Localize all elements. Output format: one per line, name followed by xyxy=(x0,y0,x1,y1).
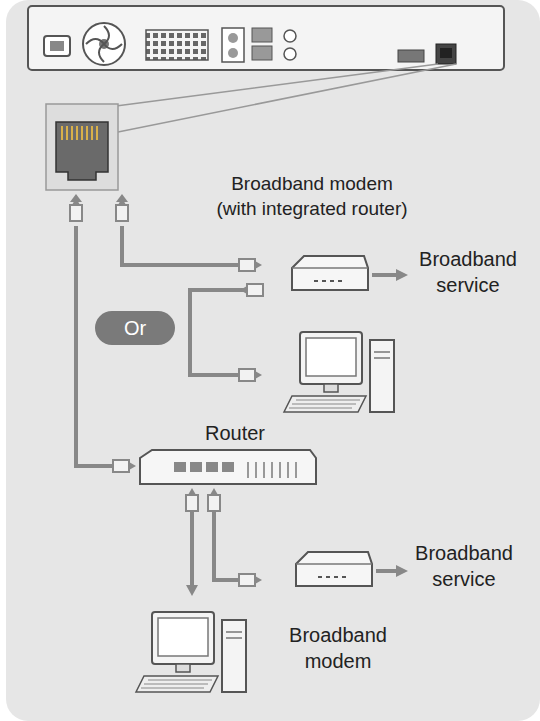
or-badge: Or xyxy=(95,311,175,345)
service-label: Broadband service xyxy=(398,540,530,592)
device-label: Broadband modem (with integrated router) xyxy=(212,172,412,221)
node-text: Or xyxy=(124,317,146,340)
device-label: Broadband modem xyxy=(272,622,404,674)
service-label: Broadband service xyxy=(402,246,534,298)
device-label: Router xyxy=(190,420,280,446)
